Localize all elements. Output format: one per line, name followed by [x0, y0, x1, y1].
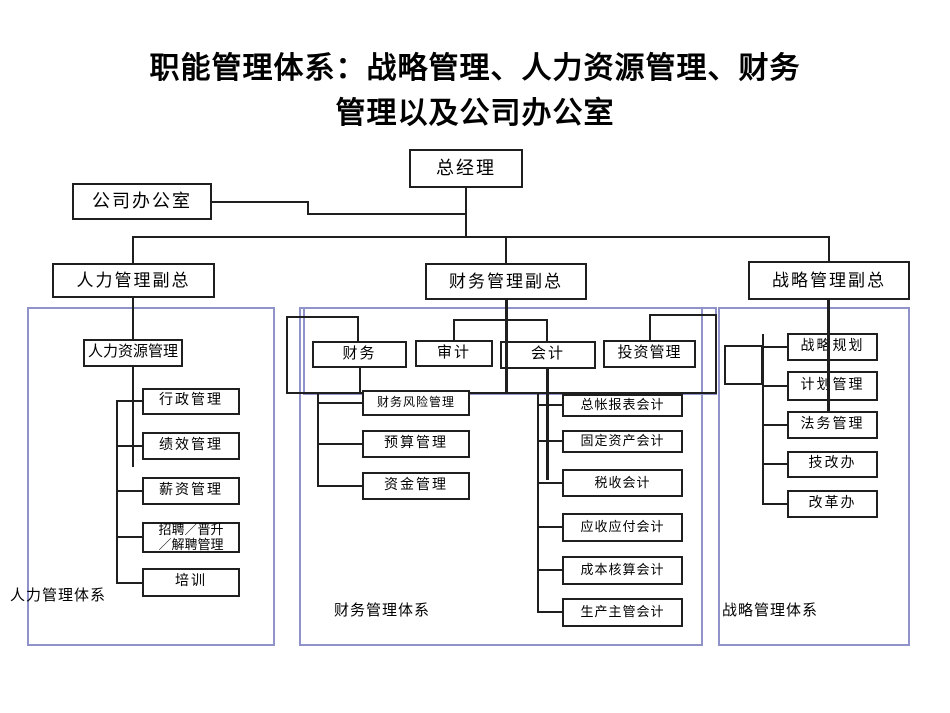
connector [505, 236, 507, 264]
strategy-system-label: 战略管理体系 [722, 603, 819, 619]
connector [116, 490, 142, 492]
connector [317, 443, 362, 445]
connector [537, 482, 562, 484]
node-strategic-planning: 战略规划 [787, 333, 878, 361]
connector [546, 369, 549, 480]
connector [116, 445, 142, 447]
node-receivable-payable-accounting: 应收应付会计 [562, 513, 683, 542]
connector-routing-rect [724, 345, 763, 385]
connector [357, 316, 359, 341]
node-audit-dept: 审计 [415, 340, 493, 367]
connector [827, 299, 830, 412]
connector [453, 319, 548, 321]
node-tax-accounting: 税收会计 [562, 469, 683, 497]
node-recruitment-mgmt: 招聘／晋升／解聘管理 [142, 522, 240, 553]
node-reform-office: 改革办 [787, 490, 878, 518]
node-tech-reform-office: 技改办 [787, 451, 878, 478]
node-finance-dept: 财务 [312, 341, 407, 368]
connector [537, 569, 562, 571]
node-plan-mgmt: 计划管理 [787, 371, 878, 401]
connector [116, 400, 142, 402]
node-cost-accounting: 成本核算会计 [562, 556, 683, 585]
connector [715, 314, 717, 394]
connector [132, 297, 134, 340]
node-strategy-vp: 战略管理副总 [748, 261, 910, 300]
connector [537, 611, 562, 613]
node-budget-mgmt: 预算管理 [362, 430, 470, 458]
connector [133, 236, 830, 238]
connector [465, 188, 467, 238]
slide-title-line2: 管理以及公司办公室 [335, 97, 615, 130]
node-performance-mgmt: 绩效管理 [142, 432, 240, 460]
connector [762, 424, 787, 426]
node-recruitment-mgmt-label: 招聘／晋升／解聘管理 [158, 521, 224, 552]
connector [537, 440, 562, 442]
connector [287, 316, 359, 318]
connector [762, 385, 787, 387]
node-legal-mgmt: 法务管理 [787, 411, 878, 439]
connector [286, 392, 717, 394]
connector [505, 299, 508, 394]
strategy-section-container [718, 307, 910, 646]
connector [546, 319, 548, 341]
connector [116, 400, 118, 584]
node-training: 培训 [142, 568, 240, 597]
node-admin-mgmt: 行政管理 [142, 388, 240, 415]
connector [132, 367, 134, 467]
node-finance-vp: 财务管理副总 [425, 263, 587, 300]
node-accounting-dept: 会计 [500, 341, 596, 369]
node-financial-risk-mgmt: 财务风险管理 [362, 390, 470, 416]
connector [453, 319, 455, 340]
connector [649, 314, 717, 316]
node-hr-vp: 人力管理副总 [52, 263, 215, 298]
connector [762, 334, 764, 505]
node-salary-mgmt: 薪资管理 [142, 477, 240, 505]
node-production-supervisor-accounting: 生产主管会计 [562, 598, 683, 627]
connector [307, 201, 309, 215]
connector [537, 404, 562, 406]
connector [317, 485, 362, 487]
hr-system-label: 人力管理体系 [10, 588, 107, 604]
hr-section-container [27, 307, 275, 646]
connector [537, 392, 539, 613]
connector [116, 536, 142, 538]
connector [828, 236, 830, 262]
connector [212, 201, 308, 203]
connector [762, 463, 787, 465]
node-general-ledger-accounting: 总帐报表会计 [562, 394, 683, 417]
node-hr-dept: 人力资源管理 [83, 339, 183, 367]
connector [762, 346, 787, 348]
connector [762, 503, 787, 505]
connector [317, 392, 319, 486]
connector [132, 236, 134, 264]
connector [307, 213, 466, 215]
connector [116, 582, 142, 584]
node-funds-mgmt: 资金管理 [362, 472, 470, 500]
connector [286, 316, 288, 394]
slide-title-line1: 职能管理体系：战略管理、人力资源管理、财务 [149, 52, 801, 85]
node-investment-mgmt: 投资管理 [603, 340, 696, 368]
connector [359, 368, 361, 394]
node-company-office: 公司办公室 [72, 183, 212, 220]
node-general-manager: 总经理 [409, 149, 523, 188]
node-fixed-assets-accounting: 固定资产会计 [562, 430, 683, 453]
connector [317, 402, 362, 404]
finance-system-label: 财务管理体系 [334, 603, 431, 619]
connector [649, 314, 651, 340]
connector [537, 526, 562, 528]
